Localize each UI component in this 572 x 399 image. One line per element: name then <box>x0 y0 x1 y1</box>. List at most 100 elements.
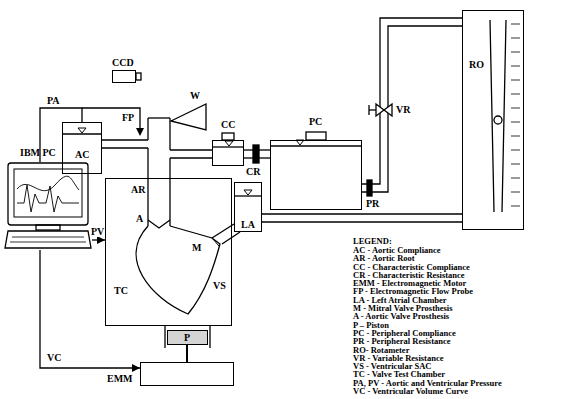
mitral-tube <box>212 224 234 238</box>
outlet-tubes <box>362 26 462 192</box>
part-label: A <box>136 213 143 224</box>
outlet-tubes <box>376 104 392 116</box>
aortic-compliance-water <box>78 128 86 133</box>
atrial-chamber: LA <box>234 182 262 232</box>
characteristic-resistance <box>244 145 270 163</box>
aortic-tubes <box>147 148 148 226</box>
test-chamber: TC <box>105 178 232 326</box>
legend-entry: CR - Characteristic Resistance <box>353 271 502 279</box>
part-label: VR <box>396 104 410 115</box>
return-tubes <box>262 221 462 222</box>
part-label: M <box>192 242 201 253</box>
atrial-water <box>244 190 252 195</box>
ventricular-sac <box>148 220 170 228</box>
outlet-tubes <box>369 109 376 110</box>
legend-entry: A - Aortic Valve Prosthesis <box>353 312 502 320</box>
piston-cylinder <box>165 326 210 362</box>
legend-entry: AR - Aortic Root <box>353 254 502 262</box>
signal-name: VC <box>46 352 62 363</box>
piston-cylinder <box>209 326 210 348</box>
legend-entry: TC - Valve Test Chamber <box>353 370 502 378</box>
part-label: CR <box>246 166 260 177</box>
legend-entry: AC - Aortic Compliance <box>353 246 502 254</box>
ventricular-sac <box>136 226 220 314</box>
computer: IBM PC <box>4 162 92 250</box>
legend-entry: RO- Rotameter <box>353 346 502 354</box>
piston-cylinder <box>186 344 188 362</box>
node-label: AC <box>75 149 89 160</box>
aortic-tubes <box>102 118 212 226</box>
aortic-tubes <box>169 118 170 150</box>
computer-drawing <box>12 237 84 238</box>
flow-probe-line <box>136 128 144 136</box>
legend-entry: VR - Variable Resistance <box>353 354 502 362</box>
part-label: AR <box>131 184 145 195</box>
node-label: TC <box>114 285 128 296</box>
legend-entry: PC - Peripheral Compliance <box>353 329 502 337</box>
part-label: PR <box>366 198 379 209</box>
legend-entry: VC - Ventricular Volume Curve <box>353 387 502 395</box>
legend-text: VC - Ventricular Volume Curve <box>353 386 468 396</box>
computer-drawing <box>10 242 86 243</box>
legend-entry: PA, PV - Aortic and Ventricular Pressure <box>353 379 502 387</box>
aortic-tubes <box>102 147 148 148</box>
aortic-tubes <box>148 117 170 118</box>
piston: P <box>167 330 208 345</box>
legend-entry: CC - Characteristic Compliance <box>353 263 502 271</box>
camera-lens <box>136 73 141 80</box>
characteristic-compliance-parts <box>225 141 233 146</box>
aortic-tubes <box>147 118 148 140</box>
aortic-tubes <box>102 139 148 140</box>
legend-entry: M - Mitral Valve Prosthesis <box>353 304 502 312</box>
rotameter-parts <box>490 20 520 212</box>
outlet-tubes <box>362 18 462 196</box>
legend-entry: FP - Electromagnetic Flow Probe <box>353 287 502 295</box>
compliance-chamber: CC <box>212 140 244 166</box>
compliance-chamber: PC <box>270 140 362 210</box>
computer-drawing <box>36 225 60 230</box>
legend-entry: P – Piston <box>353 321 502 329</box>
rotameter-parts <box>490 20 494 212</box>
characteristic-compliance-parts <box>213 146 243 147</box>
computer-drawing <box>5 231 91 248</box>
piston-cylinder <box>164 326 165 348</box>
ventricular-sac <box>136 220 220 314</box>
aortic-tubes <box>169 158 170 226</box>
return-tubes <box>262 213 462 214</box>
window-funnel <box>171 104 206 130</box>
signal-line <box>40 250 140 368</box>
rotameter-parts <box>502 20 506 212</box>
camera-lens <box>136 73 141 80</box>
peripheral-compliance-parts <box>306 132 326 140</box>
ccd-camera: CCD <box>112 70 136 83</box>
outlet-tubes <box>367 180 372 196</box>
legend-entry: VS - Ventricular SAC <box>353 362 502 370</box>
aortic-tubes <box>170 149 212 150</box>
legend-entry: LA - Left Atrial Chamber <box>353 296 502 304</box>
characteristic-resistance <box>253 145 259 163</box>
signal-name: PV <box>90 226 105 237</box>
node-label: LA <box>241 219 255 230</box>
characteristic-compliance-parts <box>222 133 234 140</box>
motor-box: EMM <box>140 362 234 386</box>
rotameter: RO <box>462 10 524 230</box>
computer-drawing <box>5 163 91 248</box>
legend: AC - Aortic ComplianceAR - Aortic RootCC… <box>353 246 502 395</box>
aortic-tubes <box>170 157 212 158</box>
mitral-tube <box>222 232 240 244</box>
node-label: EMM <box>107 373 133 384</box>
part-label: FP <box>122 112 134 123</box>
node-label: CC <box>221 119 235 130</box>
computer-drawing <box>17 176 79 190</box>
compliance-chamber: AC <box>62 122 102 174</box>
legend-entry: PR - Peripheral Resistance <box>353 337 502 345</box>
computer-drawing <box>17 185 79 212</box>
rotameter-parts <box>494 116 502 124</box>
apparatus-drawing <box>5 18 520 362</box>
atrial-water <box>235 190 261 196</box>
window-funnel <box>171 104 206 130</box>
